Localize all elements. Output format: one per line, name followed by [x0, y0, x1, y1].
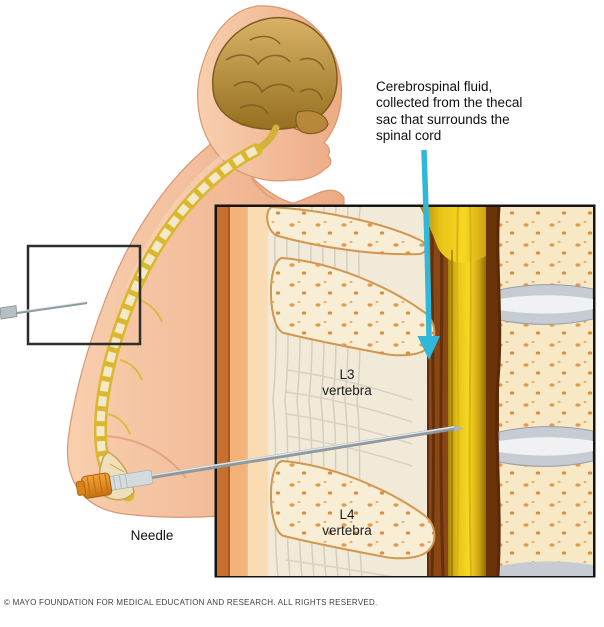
inset-panel	[214, 204, 596, 578]
l4-vertebra-label: L4 vertebra	[322, 507, 372, 538]
epidural-space	[427, 207, 450, 576]
skin-layer	[217, 207, 268, 576]
csf-canal	[420, 207, 500, 576]
l3-vertebra-label: L3 vertebra	[322, 367, 372, 398]
copyright-notice: © MAYO FOUNDATION FOR MEDICAL EDUCATION …	[4, 598, 378, 607]
brain-gyri-lines	[225, 35, 325, 115]
vertebral-bodies-column	[495, 207, 593, 576]
brain-illustration	[212, 16, 338, 154]
spinal-needle-illustration	[75, 425, 464, 499]
spinous-processes	[266, 207, 436, 560]
csf-annotation-text: Cerebrospinal fluid, collected from the …	[376, 79, 523, 144]
needle-hub	[75, 469, 154, 499]
zoom-region-box	[26, 244, 142, 346]
spinal-nerve-lines	[107, 299, 163, 435]
csf-arrow-icon	[417, 149, 440, 360]
dura-strip	[486, 207, 499, 576]
interspinous-ligament-lines	[285, 369, 413, 576]
needle-label: Needle	[130, 528, 174, 543]
small-needle-illustration	[0, 301, 88, 320]
cerebellum-shape	[295, 110, 329, 135]
